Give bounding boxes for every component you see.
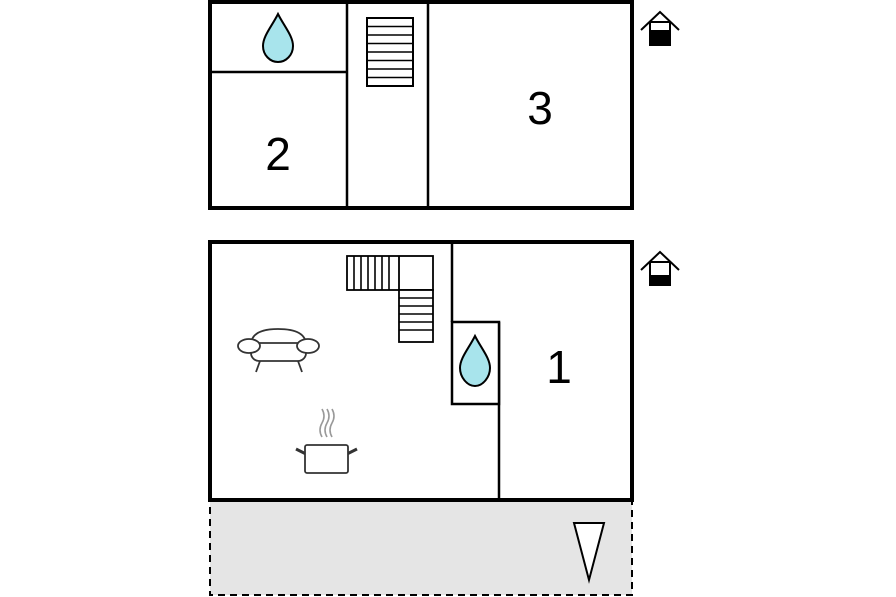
house-ground-floor-icon bbox=[640, 250, 680, 286]
terrace-area bbox=[209, 499, 633, 596]
cooking-pot-icon bbox=[295, 408, 358, 474]
stairs-icon bbox=[366, 17, 414, 87]
water-drop-icon bbox=[458, 333, 492, 388]
room-label-2: 2 bbox=[265, 128, 291, 180]
water-drop-icon bbox=[261, 11, 295, 64]
sofa-icon bbox=[237, 328, 320, 373]
room-label-3: 3 bbox=[527, 82, 553, 134]
stairs-icon bbox=[346, 255, 434, 343]
upper-floor: 2 3 bbox=[208, 0, 634, 210]
house-upper-floor-icon bbox=[640, 10, 680, 46]
north-arrow-icon bbox=[572, 522, 606, 584]
ground-floor: 1 bbox=[208, 240, 634, 596]
room-label-1: 1 bbox=[546, 341, 572, 393]
